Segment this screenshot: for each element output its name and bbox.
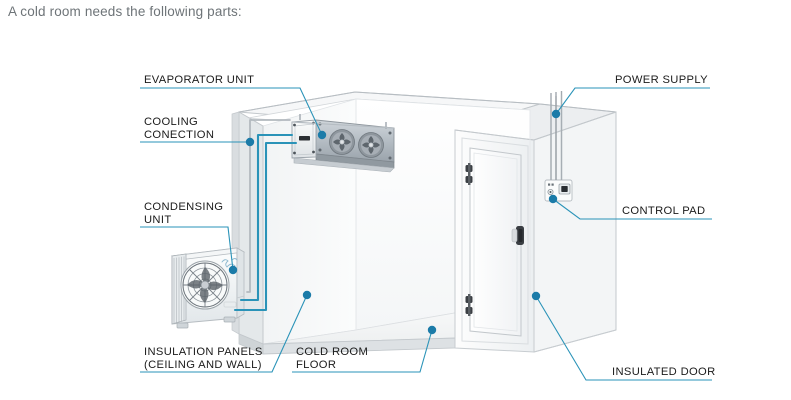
callout-label-cooling-connection: COOLING CONECTION <box>144 116 214 141</box>
right-side-bottom-edge <box>533 329 617 353</box>
callout-line: CONECTION <box>144 128 215 141</box>
condensing-unit <box>170 247 246 329</box>
cold-room-body <box>231 91 617 355</box>
insulated-door[interactable] <box>465 147 525 337</box>
condensing-unit-label <box>223 301 237 308</box>
evaporator-control-box <box>291 119 317 159</box>
callout-line: INSULATED DOOR <box>612 366 716 378</box>
leader-cold-room-floor <box>292 329 433 373</box>
callout-label-cold-room-floor: COLD ROOM FLOOR <box>296 346 368 371</box>
leader-evaporator-unit <box>140 87 323 136</box>
control-pad-knob-center <box>549 191 552 193</box>
evaporator-control-box-inner <box>294 123 314 156</box>
control-pad-indicator-lights <box>548 183 554 186</box>
callout-dots <box>228 109 561 335</box>
leader-insulated-door <box>535 295 712 381</box>
door-handle[interactable] <box>511 226 524 245</box>
callout-label-insulation-panels: INSULATION PANELS (CEILING AND WALL) <box>144 346 263 371</box>
right-outer-side-face <box>533 111 617 353</box>
evaporator-fan-1 <box>329 129 355 155</box>
callout-leaders <box>140 87 712 381</box>
callout-label-insulated-door: INSULATED DOOR <box>612 366 716 379</box>
callout-label-condensing-unit: CONDENSING UNIT <box>144 201 223 226</box>
callout-line: POWER SUPPLY <box>615 74 708 86</box>
cooling-pipe-conduit-gray <box>246 119 291 293</box>
evaporator-box-screw-2 <box>293 151 296 155</box>
page-title: A cold room needs the following parts: <box>8 4 242 19</box>
callout-label-evaporator-unit: EVAPORATOR UNIT <box>144 74 254 87</box>
callout-line: UNIT <box>144 213 172 226</box>
dot-cold-room-floor <box>427 325 437 335</box>
leader-condensing-unit <box>140 226 234 271</box>
callout-line: FLOOR <box>296 358 337 371</box>
condensing-unit-panel-seam <box>236 295 245 299</box>
cooling-connection-pipes <box>233 119 298 312</box>
callout-line: INSULATION PANELS <box>144 346 263 358</box>
evaporator-fan-2 <box>358 132 384 158</box>
condensing-unit-coil-fins <box>173 256 185 323</box>
power-conduit-bends <box>550 91 563 97</box>
floor-sill-left-end <box>238 333 264 355</box>
callout-label-power-supply: POWER SUPPLY <box>615 74 708 87</box>
condensing-unit-side <box>236 247 245 319</box>
leader-control-pad <box>552 198 712 220</box>
evaporator-tray-underside <box>293 157 395 173</box>
condensing-unit-brand-mark <box>221 258 238 268</box>
evaporator-box-screw-4 <box>312 150 315 154</box>
condensing-unit-fan <box>180 260 230 310</box>
callout-line: CONTROL PAD <box>622 205 706 217</box>
dot-control-pad <box>548 194 558 204</box>
callout-line: COOLING <box>144 116 199 128</box>
ceiling-edge-highlight <box>238 91 617 113</box>
evaporator-screw-2 <box>388 131 392 135</box>
door-leaf[interactable] <box>469 147 522 337</box>
dot-insulated-door <box>531 291 541 301</box>
dot-insulation-panels <box>302 290 312 300</box>
callout-line: COLD ROOM <box>296 346 369 358</box>
evaporator-screw-4 <box>388 156 392 160</box>
evaporator-box-screw-1 <box>293 123 296 127</box>
evaporator-control-box-display <box>299 136 310 141</box>
leader-insulation-panels <box>140 294 308 373</box>
callout-line: CONDENSING <box>144 201 224 213</box>
cooling-pipe-suction <box>233 141 298 312</box>
dot-power-supply <box>551 109 561 119</box>
control-pad-display-screen <box>561 186 568 192</box>
evaporator-unit <box>291 114 395 173</box>
callout-line: (CEILING AND WALL) <box>144 358 262 371</box>
dot-evaporator-unit <box>317 130 327 140</box>
condensing-unit-feet <box>176 316 236 329</box>
door-leaf-bevel <box>473 152 518 332</box>
door-hinge-upper <box>465 163 473 185</box>
dot-cooling-connection <box>245 137 255 147</box>
cooling-pipe-liquid <box>239 133 294 302</box>
callout-line: EVAPORATOR UNIT <box>144 74 255 86</box>
right-face-frame-reveal <box>461 137 529 345</box>
evaporator-top-edge <box>291 121 395 129</box>
leader-power-supply <box>555 87 710 115</box>
callout-label-control-pad: CONTROL PAD <box>622 205 705 218</box>
dot-condensing-unit <box>228 265 238 275</box>
door-hinge-lower <box>465 294 473 316</box>
evaporator-screw-3 <box>318 148 322 152</box>
